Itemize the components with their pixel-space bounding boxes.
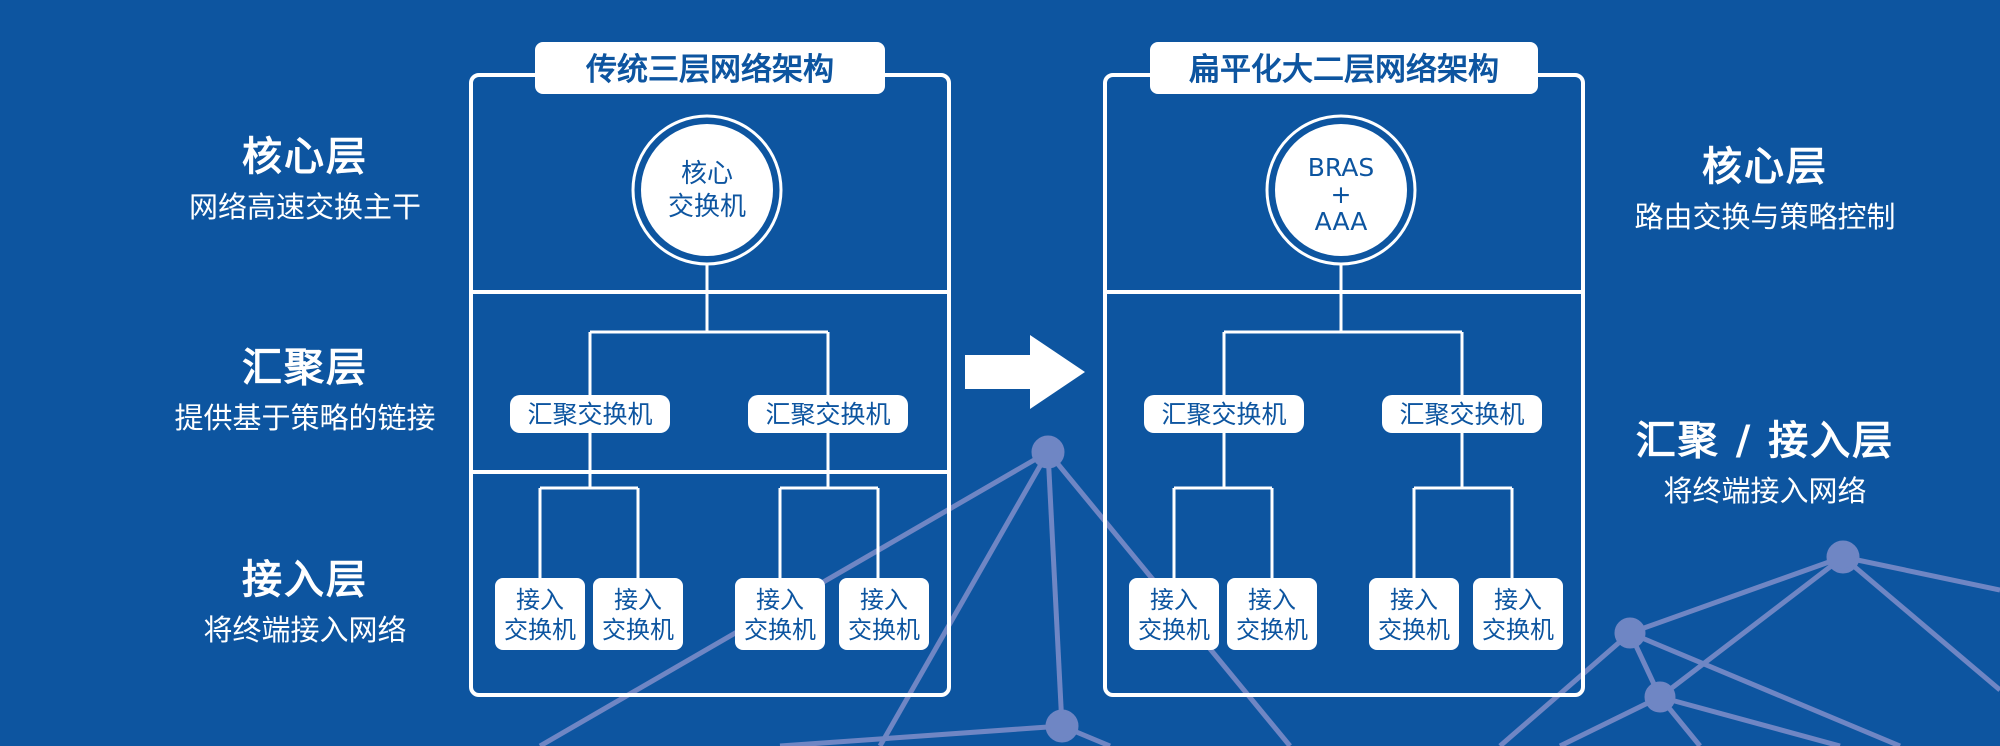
access-switch-label-line2: 交换机: [1236, 616, 1308, 644]
network-node-dot: [1614, 617, 1646, 649]
flat-connectors: [1172, 263, 1514, 578]
left-label-access: 接入层 将终端接入网络: [140, 556, 470, 650]
access-switch-node: [735, 578, 825, 650]
access-switch-label-line1: 接入: [860, 586, 908, 614]
access-switch-label-line1: 接入: [1494, 586, 1542, 614]
aggregation-switch-label: 汇聚交换机: [1399, 400, 1524, 429]
access-switch-label-line2: 交换机: [1378, 616, 1450, 644]
network-decoration: [538, 435, 2000, 746]
core-ring: [631, 114, 783, 266]
access-switch-node: [1473, 578, 1563, 650]
aggregation-switch-node: [1382, 395, 1542, 433]
network-node-dot: [1031, 435, 1065, 469]
access-switch-node: [495, 578, 585, 650]
core-switch-node: [641, 124, 773, 256]
bras-label: BRAS: [1308, 153, 1374, 182]
core-switch-label-line2: 交换机: [668, 192, 746, 222]
layer-subtitle: 将终端接入网络: [1663, 474, 1867, 508]
network-node-dot: [1045, 709, 1079, 743]
core-ring: [1265, 114, 1417, 266]
layer-subtitle: 路由交换与策略控制: [1634, 200, 1896, 234]
access-switch-label-line2: 交换机: [504, 616, 576, 644]
right-label-aggregation-access: 汇聚 / 接入层 将终端接入网络: [1590, 417, 1940, 511]
right-label-core: 核心层 路由交换与策略控制: [1590, 143, 1940, 237]
layer-subtitle: 提供基于策略的链接: [174, 401, 436, 435]
access-switch-label-line1: 接入: [1150, 586, 1198, 614]
layer-title: 汇聚层: [242, 345, 368, 391]
access-switch-label-line2: 交换机: [848, 616, 920, 644]
network-node-dot: [1826, 540, 1860, 574]
layer-subtitle: 网络高速交换主干: [188, 190, 421, 224]
left-label-aggregation: 汇聚层 提供基于策略的链接: [140, 344, 470, 438]
core-switch-label-line1: 核心: [681, 159, 733, 189]
aggregation-switch-node: [1144, 395, 1304, 433]
access-switch-node: [593, 578, 683, 650]
bras-aaa-node: [1275, 124, 1407, 256]
access-switch-label-line1: 接入: [1248, 586, 1296, 614]
aaa-label: AAA: [1315, 207, 1368, 236]
traditional-architecture: 传统三层网络架构 核心 交换机: [469, 42, 951, 697]
layer-title: 核心层: [1702, 144, 1828, 190]
flat-title-tab: [1150, 42, 1538, 94]
access-switch-label-line2: 交换机: [602, 616, 674, 644]
layer-title: 接入层: [242, 557, 368, 603]
plus-label: +: [1331, 180, 1352, 209]
aggregation-switch-label: 汇聚交换机: [1161, 400, 1286, 429]
access-switch-label-line1: 接入: [756, 586, 804, 614]
access-switch-node: [1129, 578, 1219, 650]
access-switch-label-line1: 接入: [516, 586, 564, 614]
access-switch-label-line1: 接入: [614, 586, 662, 614]
flat-architecture: 扁平化大二层网络架构 BRAS + AAA: [1103, 42, 1585, 697]
traditional-title-tab: [535, 42, 885, 94]
access-switch-label-line2: 交换机: [1138, 616, 1210, 644]
layer-title: 核心层: [242, 134, 368, 180]
left-label-core: 核心层 网络高速交换主干: [140, 133, 470, 227]
traditional-title: 传统三层网络架构: [585, 52, 834, 88]
flat-title: 扁平化大二层网络架构: [1189, 52, 1499, 88]
access-switch-label-line2: 交换机: [744, 616, 816, 644]
transition-arrow-icon: [965, 335, 1085, 409]
access-switch-node: [839, 578, 929, 650]
aggregation-switch-node: [748, 395, 908, 433]
layer-title: 汇聚 / 接入层: [1635, 418, 1895, 464]
aggregation-switch-label: 汇聚交换机: [527, 400, 652, 429]
aggregation-switch-label: 汇聚交换机: [765, 400, 890, 429]
access-switch-node: [1227, 578, 1317, 650]
access-switch-label-line2: 交换机: [1482, 616, 1554, 644]
access-switch-label-line1: 接入: [1390, 586, 1438, 614]
network-node-dot: [1644, 681, 1676, 713]
layer-subtitle: 将终端接入网络: [203, 613, 407, 647]
access-switch-node: [1369, 578, 1459, 650]
traditional-connectors: [538, 263, 880, 578]
aggregation-switch-node: [510, 395, 670, 433]
